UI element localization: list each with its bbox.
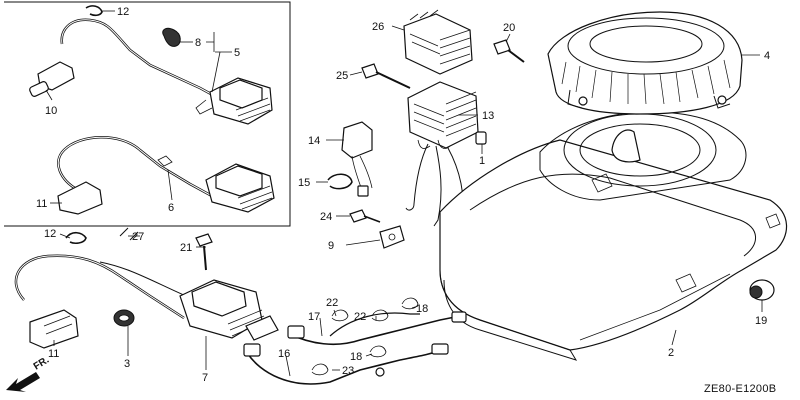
callout-17: 17: [308, 311, 320, 323]
recoil-starter-4: [547, 11, 743, 115]
callout-22: 22: [326, 297, 338, 309]
grommet-19: [749, 279, 775, 301]
callout-1: 1: [479, 155, 485, 167]
callout-24: 24: [320, 211, 332, 223]
callout-15: 15: [298, 177, 310, 189]
callout-23: 23: [342, 365, 354, 377]
callout-27: 27: [132, 231, 144, 243]
callout-18: 18: [416, 303, 428, 315]
callout-12: 12: [117, 6, 129, 18]
callout-10: 10: [45, 105, 57, 117]
callout-5: 5: [234, 47, 240, 59]
clip-12-upper: [85, 5, 103, 17]
bolt-20: [493, 39, 525, 63]
callout-4: 4: [764, 50, 770, 62]
ignition-coil-assembly-lower: [57, 136, 275, 215]
clip-15: [327, 173, 353, 190]
grommet-3: [113, 309, 135, 327]
ignition-coil-7: [14, 254, 279, 341]
fan-cover-2: [439, 111, 788, 361]
callout-13: 13: [482, 110, 494, 122]
callout-7: 7: [202, 372, 208, 384]
wire-harness: [243, 297, 467, 385]
grommet-8: [162, 27, 181, 47]
rectifier-26: [403, 9, 473, 75]
callout-6: 6: [168, 202, 174, 214]
callout-16: 16: [278, 348, 290, 360]
screw-24: [349, 209, 381, 223]
callout-2: 2: [668, 347, 674, 359]
callout-18: 18: [350, 351, 362, 363]
collar-1: [475, 131, 487, 145]
callout-22: 22: [354, 311, 366, 323]
callout-14: 14: [308, 135, 320, 147]
callout-3: 3: [124, 358, 130, 370]
callout-numbers: 12 8 5 10 11 6 12 27 21 11 3 7 26 25 13 …: [36, 6, 770, 384]
leader-lines: [45, 10, 763, 377]
clamp-9: [379, 225, 405, 249]
callout-26: 26: [372, 21, 384, 33]
callout-20: 20: [503, 22, 515, 34]
callout-11: 11: [48, 348, 59, 360]
charge-coil-14: [341, 121, 373, 197]
callout-11: 11: [36, 198, 47, 210]
callout-21: 21: [180, 242, 192, 254]
clip-12-lower: [65, 231, 87, 244]
bolt-21: [195, 233, 213, 271]
spark-plug-cap-11-lower: [29, 309, 79, 349]
regulator-13: [405, 81, 479, 231]
callout-19: 19: [755, 315, 767, 327]
front-direction-arrow: FR.: [6, 355, 51, 392]
diagram-code: ZE80-E1200B: [704, 383, 776, 395]
callout-9: 9: [328, 240, 334, 252]
callout-25: 25: [336, 70, 348, 82]
ignition-coil-assembly-upper: [29, 18, 273, 125]
bolt-25: [361, 63, 411, 89]
callout-8: 8: [195, 37, 201, 49]
callout-12: 12: [44, 228, 56, 240]
inset-frame: [4, 1, 291, 227]
